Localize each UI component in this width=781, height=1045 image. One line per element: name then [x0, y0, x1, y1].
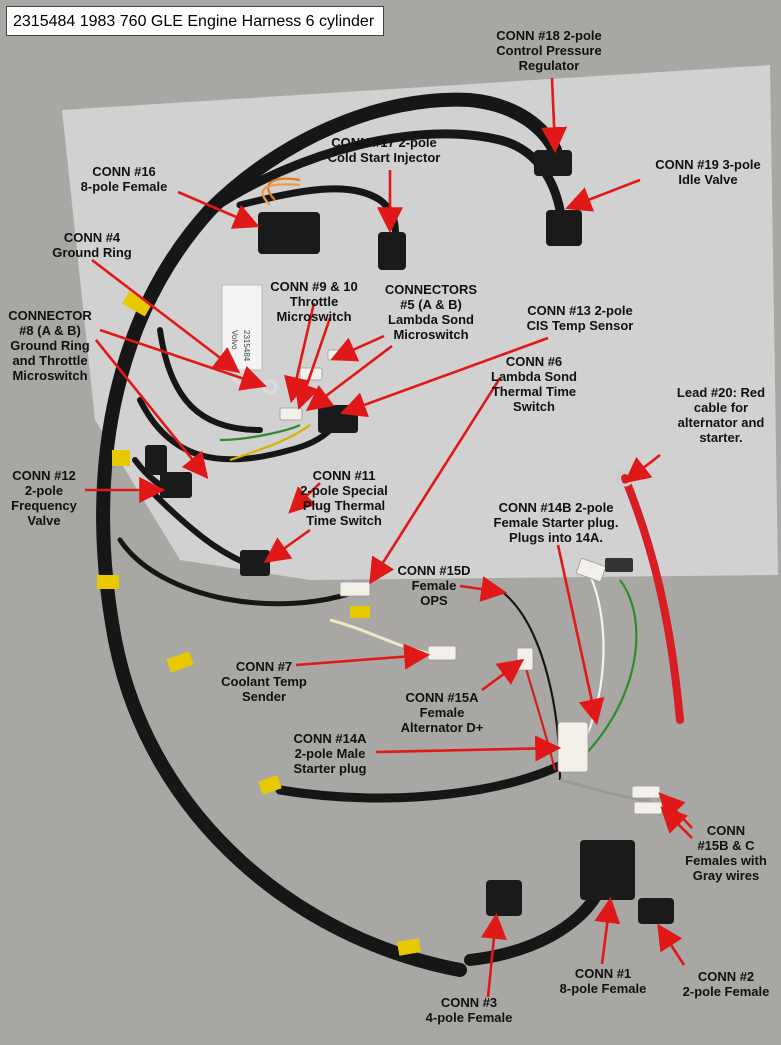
- connector-8-body: [145, 445, 167, 475]
- connector-2: [638, 898, 674, 924]
- connector-16: [258, 212, 320, 254]
- connector-12: [160, 472, 192, 498]
- connector-14b-black: [605, 558, 633, 572]
- connector-11: [240, 550, 270, 576]
- sticker-line-1: Volvo: [230, 330, 239, 350]
- connector-1: [580, 840, 635, 900]
- connector-15c: [633, 801, 663, 815]
- connector-3: [486, 880, 522, 916]
- connector-15b: [631, 785, 661, 799]
- annotation-arrows: [85, 77, 693, 998]
- white-plugs: [279, 349, 663, 815]
- connector-9: [279, 407, 303, 421]
- connector-19: [546, 210, 582, 246]
- red-cable: [621, 474, 684, 724]
- connector-13: [339, 581, 371, 597]
- connector-5a: [327, 349, 349, 361]
- photo-title: 2315484 1983 760 GLE Engine Harness 6 cy…: [6, 6, 384, 36]
- connector-18: [534, 150, 572, 176]
- yellow-tape-bands: [97, 291, 422, 956]
- sticker-line-2: 2315484: [242, 330, 251, 362]
- connector-14b-plug: [576, 558, 606, 582]
- connectors: [145, 150, 674, 924]
- part-sticker: Volvo 2315484: [221, 284, 263, 371]
- connector-14a: [557, 721, 589, 773]
- connector-17: [378, 232, 406, 270]
- connector-15a: [516, 647, 534, 671]
- connector-7: [427, 645, 457, 661]
